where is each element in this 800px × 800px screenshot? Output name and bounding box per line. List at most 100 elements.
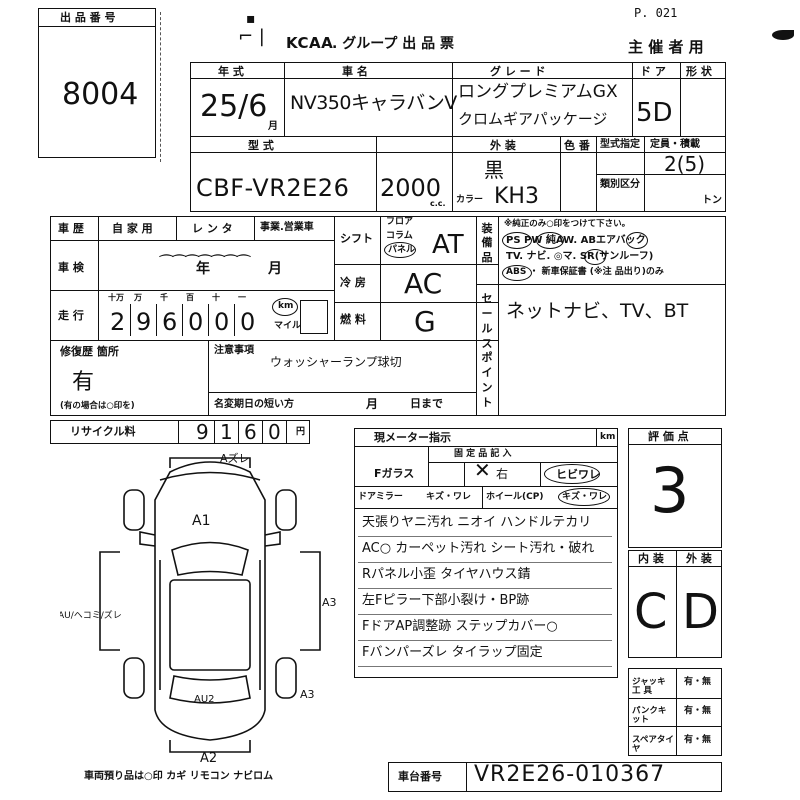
recycle-digit-divider	[238, 420, 239, 444]
repair-note: (有の場合は○印を)	[60, 401, 135, 411]
month-mark: 月	[268, 121, 278, 132]
tv-circle	[584, 249, 606, 265]
mileage-digit: 0	[214, 308, 230, 336]
model-designation-label: 型式指定	[600, 139, 640, 150]
shift-label: シフト	[340, 232, 373, 245]
color-label: カラー	[456, 195, 484, 205]
private-label: 自 家 用	[112, 222, 153, 235]
annotation-rear-right: A3	[300, 688, 315, 701]
inspection-note-rule	[358, 588, 612, 589]
accessory-value: 有・無	[684, 735, 712, 745]
recycle-digit: 0	[268, 420, 281, 444]
footer-note: 車両預り品は○印 カギ リモコン ナビロム	[84, 771, 274, 782]
recycle-digit-divider	[262, 420, 263, 444]
chassis-value: VR2E26-010367	[474, 762, 666, 787]
accessory-value: 有・無	[684, 706, 712, 716]
equipment-line-3: ABS ・ 新車保証書 (※注 品出り)のみ	[506, 267, 664, 277]
shift-value: AT	[432, 230, 464, 260]
year-label: 年 式	[218, 65, 244, 78]
chassis-box	[388, 762, 722, 792]
inspection-note-line: Fバンパーズレ タイラップ固定	[362, 645, 543, 660]
pw-circle	[536, 232, 564, 249]
lot-number-label: 出 品 番 号	[60, 11, 116, 24]
fuel-label: 燃 料	[340, 313, 366, 326]
abs-circle	[502, 265, 532, 281]
color-code-value: KH3	[494, 184, 539, 209]
interior-value: C	[634, 584, 668, 640]
mileage-digit-divider	[234, 304, 235, 336]
lot-number-value: 8004	[62, 77, 139, 112]
recycle-digit-divider	[286, 420, 287, 444]
grade-line-1: ロングプレミアムGX	[458, 82, 618, 102]
displacement-value: 2000	[380, 174, 442, 202]
equipment-label: 装 備 品	[481, 222, 493, 264]
km-label: km	[278, 301, 294, 311]
notes-label: 注意事項	[214, 345, 254, 356]
inspection-note-line: 左Fピラー下部小裂け・BP跡	[362, 593, 530, 608]
rating-title: 評 価 点	[648, 430, 689, 443]
mileage-digit-label: 十	[212, 293, 220, 302]
cc-label: c.c.	[430, 199, 446, 208]
mileage-label: 走 行	[58, 309, 84, 322]
car-damage-diagram: Aズレ A1 A3 AU/ヘコミ/ズレ A3 AU2 A2	[60, 451, 337, 766]
notes-value: ウォッシャーランプ球切	[270, 355, 402, 369]
organizer-label: 主 催 者 用	[628, 38, 704, 56]
shape-label: 形 状	[686, 65, 712, 78]
equipment-note: ※純正のみ○印をつけて下さい。	[504, 219, 631, 229]
header-mark: ▪	[246, 11, 256, 27]
mirror-note: キズ・ワレ	[426, 492, 472, 502]
glass-label: Fガラス	[374, 467, 415, 480]
class-label: 類別区分	[600, 179, 640, 190]
mileage-digit-divider	[156, 304, 157, 336]
mileage-digit: 0	[240, 308, 256, 336]
corner-mark	[772, 30, 794, 40]
inspection-note-line: AC○ カーペット汚れ シート汚れ・破れ	[362, 541, 595, 556]
mileage-digit-label: 万	[134, 293, 142, 302]
wheel-circle	[558, 488, 610, 506]
mileage-digit-label: 百	[186, 293, 194, 302]
mirror-label: ドアミラー	[358, 492, 403, 502]
annotation-roof: A1	[192, 513, 210, 529]
inspection-year: 年	[196, 261, 210, 277]
inspection-note-line: FドアAP調整跡 ステップカバー○	[362, 619, 558, 634]
grade-line-2: クロムギアパッケージ	[458, 110, 608, 128]
mileage-check-box	[300, 300, 328, 334]
wheel-label: ホイール(CP)	[486, 492, 544, 502]
fixed-entry-label: 固 定 品 記 入	[454, 449, 512, 459]
annotation-right-side: A3	[322, 596, 337, 609]
sales-point-label: セ ー ル ス ポ イ ン ト	[481, 292, 493, 409]
capacity-label: 定員・積載	[650, 139, 700, 150]
rating-box	[628, 428, 722, 548]
vehicle-info-table	[190, 62, 726, 212]
crack-circle	[544, 464, 600, 484]
km-circle	[272, 298, 298, 316]
interior-exterior-box	[628, 550, 722, 658]
mileage-digit-label: 千	[160, 293, 168, 302]
sales-point-text: ネットナビ、TV、BT	[506, 300, 689, 322]
ton-label: トン	[702, 195, 722, 206]
inspection-strike: ⁀⁀⁀⁀⁀⁀⁀	[160, 254, 251, 273]
annotation-left-side: AU/ヘコミ/ズレ	[60, 609, 122, 621]
aircon-value: AC	[404, 267, 443, 300]
vehicle-name-value: NV350キャラバンV	[290, 92, 457, 114]
fuel-value: G	[414, 305, 436, 338]
recycle-digit: 9	[196, 420, 209, 444]
inspection-note-rule	[358, 562, 612, 563]
aircon-label: 冷 房	[340, 276, 366, 289]
deadline-month: 月	[366, 397, 379, 411]
accessory-value: 有・無	[684, 677, 712, 687]
accessory-label: スペアタイヤ	[632, 735, 674, 755]
glass-position: 右	[496, 467, 509, 481]
header-bracket: ⌐ |	[238, 26, 265, 47]
inspection-note-line: Rパネル小歪 タイヤハウス錆	[362, 567, 531, 582]
mileage-digit-divider	[182, 304, 183, 336]
chassis-label: 車台番号	[398, 770, 442, 783]
header-brand: KCAA	[286, 34, 334, 52]
mileage-digit: 9	[136, 308, 152, 336]
mile-label: マイル	[274, 321, 302, 331]
history-label: 車 歴	[58, 222, 84, 235]
doors-label: ド ア	[640, 65, 666, 78]
mileage-digit-label: 一	[238, 293, 246, 302]
panel-label: パネル	[388, 245, 416, 255]
header-title: . グループ 出 品 票	[332, 36, 454, 52]
